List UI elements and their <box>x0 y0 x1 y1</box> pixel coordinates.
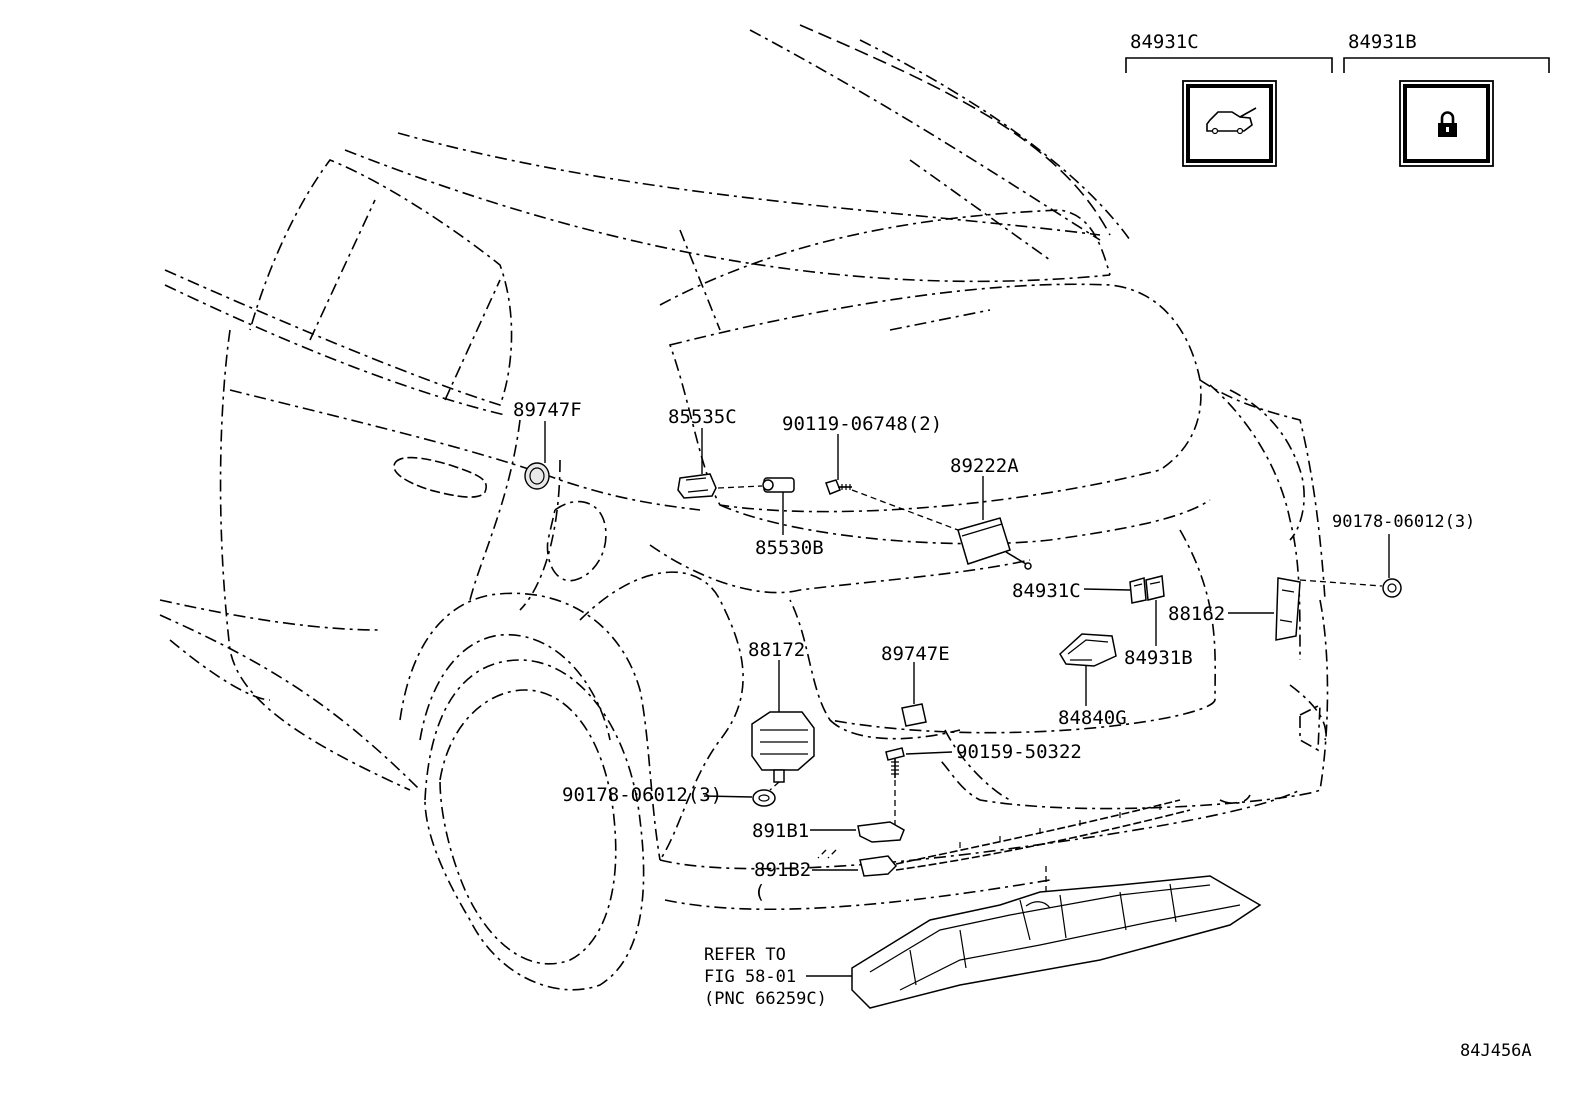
legend-label-84931c: 84931C <box>1130 31 1199 53</box>
diagram-id: 84J456A <box>1460 1041 1532 1061</box>
callout-90178-06012-left: 90178-06012(3) <box>562 784 722 806</box>
part-90178-06012-left: 90178-06012(3) <box>562 784 776 807</box>
vehicle-outline <box>159 24 1329 991</box>
callout-90159-50322: 90159-50322 <box>956 741 1082 763</box>
stray-mark: ( <box>754 881 765 903</box>
callout-85530B: 85530B <box>755 537 824 559</box>
callout-88162: 88162 <box>1168 603 1225 625</box>
part-89747E: 89747E <box>881 643 950 727</box>
callout-90178-06012-right: 90178-06012(3) <box>1332 512 1475 532</box>
part-84931C-84931B: 84931C 84931B <box>1012 575 1193 669</box>
legend-84931C: 84931C <box>1125 31 1333 167</box>
callout-84931B: 84931B <box>1124 647 1193 669</box>
legend-label-84931b: 84931B <box>1348 31 1417 53</box>
part-85535C: 85535C <box>668 406 737 499</box>
callout-84840G: 84840G <box>1058 707 1127 729</box>
part-88162: 88162 <box>1168 577 1383 641</box>
refer-note-line2: FIG 58-01 <box>704 967 796 987</box>
callout-891B2: 891B2 <box>754 859 811 881</box>
refer-note-line3: (PNC 66259C) <box>704 989 827 1009</box>
part-90119-06748: 90119-06748(2) <box>782 413 959 531</box>
callout-90119-06748: 90119-06748(2) <box>782 413 942 435</box>
part-85530B: 85530B <box>717 477 824 559</box>
legend-84931B: 84931B <box>1343 31 1550 167</box>
callout-89747F: 89747F <box>513 399 582 421</box>
part-891B2: 891B2 ( <box>754 799 1191 903</box>
callout-89222A: 89222A <box>950 455 1019 477</box>
callout-88172: 88172 <box>748 639 805 661</box>
part-90159-50322: 90159-50322 <box>885 741 1082 830</box>
refer-note-line1: REFER TO <box>704 945 786 965</box>
refer-note: REFER TO FIG 58-01 (PNC 66259C) <box>704 945 852 1009</box>
rear-hatch-open-icon <box>1206 107 1257 135</box>
part-90178-06012-right: 90178-06012(3) <box>1332 512 1475 598</box>
callout-85535C: 85535C <box>668 406 737 428</box>
padlock-icon <box>1438 111 1457 137</box>
callout-89747E: 89747E <box>881 643 950 665</box>
part-undercover-66259C <box>851 866 1262 1009</box>
part-88172: 88172 <box>748 639 815 791</box>
callout-891B1: 891B1 <box>752 820 809 842</box>
part-84840G: 84840G <box>1058 633 1127 729</box>
part-89747F: 89747F <box>513 399 582 490</box>
callout-84931C: 84931C <box>1012 580 1081 602</box>
part-89222A: 89222A <box>950 455 1032 570</box>
part-891B1: 891B1 <box>752 820 905 843</box>
